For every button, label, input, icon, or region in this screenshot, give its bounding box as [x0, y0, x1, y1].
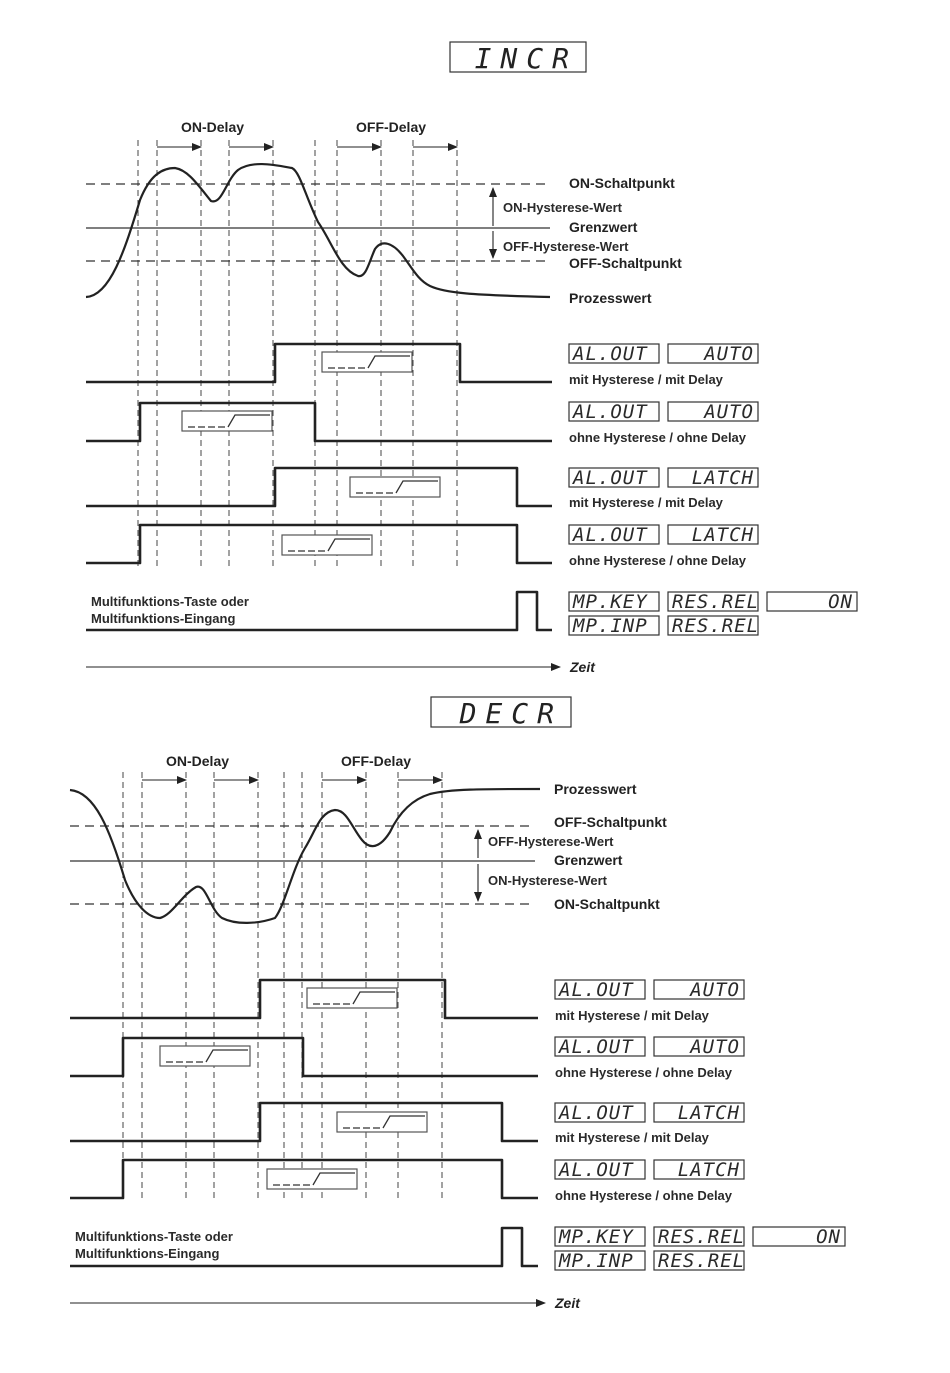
incr-row-2-left-code: AL.OUT [572, 401, 648, 423]
incr-row-4-left-code: AL.OUT [572, 524, 648, 546]
incr-time-axis-label: Zeit [569, 659, 596, 675]
decr-row-3-caption: mit Hysterese / mit Delay [555, 1130, 710, 1145]
incr-mf-label-1: Multifunktions-Taste oder [91, 594, 249, 609]
incr-on-schaltpunkt-label: ON-Schaltpunkt [569, 175, 675, 191]
incr-off-schaltpunkt-label: OFF-Schaltpunkt [569, 255, 682, 271]
incr-mf-on-code: ON [828, 591, 853, 613]
incr-grenzwert-label: Grenzwert [569, 219, 638, 235]
incr-row-2: AL.OUT AUTO ohne Hysterese / ohne Delay [568, 401, 759, 445]
decr-relay-symbol-1 [306, 987, 398, 1009]
decr-mf-label-1: Multifunktions-Taste oder [75, 1229, 233, 1244]
decr-row-2-right-code: AUTO [689, 1036, 740, 1058]
incr-row-4-caption: ohne Hysterese / ohne Delay [569, 553, 747, 568]
decr-row-3-left-code: AL.OUT [558, 1102, 634, 1124]
incr-row-1: AL.OUT AUTO mit Hysterese / mit Delay [568, 343, 759, 387]
incr-relay-symbol-3 [349, 476, 441, 498]
incr-prozesswert-label: Prozesswert [569, 290, 652, 306]
incr-row-3-left-code: AL.OUT [572, 467, 648, 489]
decr-mode-display: DECR [459, 697, 563, 730]
incr-mf-resrel-code-2: RES.REL [672, 615, 759, 637]
decr-on-schaltpunkt-label: ON-Schaltpunkt [554, 896, 660, 912]
incr-mf-label-2: Multifunktions-Eingang [91, 611, 235, 626]
incr-off-delay-label: OFF-Delay [356, 119, 426, 135]
decr-output-wave-auto-nohyst [70, 1036, 538, 1078]
incr-mf-key-code: MP.KEY [572, 591, 648, 613]
incr-row-1-right-code: AUTO [703, 343, 754, 365]
incr-mode-display: INCR [475, 42, 578, 75]
decr-row-3: AL.OUT LATCH mit Hysterese / mit Delay [554, 1102, 745, 1145]
decr-mf-resrel-code-1: RES.REL [658, 1226, 745, 1248]
incr-row-4: AL.OUT LATCH ohne Hysterese / ohne Delay [568, 524, 759, 568]
incr-row-1-caption: mit Hysterese / mit Delay [569, 372, 724, 387]
incr-relay-symbol-1 [321, 351, 413, 373]
decr-relay-symbol-2 [159, 1045, 251, 1067]
incr-mf-codes: MP.KEY RES.REL ON MP.INP RES.REL [568, 591, 858, 637]
decr-mf-key-code: MP.KEY [558, 1226, 634, 1248]
decr-mf-resrel-code-2: RES.REL [658, 1250, 745, 1272]
decr-relay-symbol-3 [336, 1111, 428, 1133]
decr-time-axis-label: Zeit [554, 1295, 581, 1311]
incr-mf-resrel-code-1: RES.REL [672, 591, 759, 613]
incr-row-2-caption: ohne Hysterese / ohne Delay [569, 430, 747, 445]
incr-mf-inp-code: MP.INP [572, 615, 648, 637]
decr-timing-lines [122, 772, 443, 1200]
decr-row-4-right-code: LATCH [678, 1159, 740, 1181]
decr-grenzwert-label: Grenzwert [554, 852, 623, 868]
decr-mf-label-2: Multifunktions-Eingang [75, 1246, 219, 1261]
decr-prozesswert-curve [69, 787, 541, 924]
decr-off-schaltpunkt-label: OFF-Schaltpunkt [554, 814, 667, 830]
decr-section: DECR ON-Delay OFF-Delay Prozesswert OFF-… [69, 696, 846, 1311]
decr-row-4: AL.OUT LATCH ohne Hysterese / ohne Delay [554, 1159, 745, 1203]
incr-output-wave-auto-hyst [86, 342, 552, 384]
incr-mode-display-frame [449, 41, 587, 73]
decr-mf-codes: MP.KEY RES.REL ON MP.INP RES.REL [554, 1226, 846, 1272]
incr-row-1-left-code: AL.OUT [572, 343, 648, 365]
decr-row-1-right-code: AUTO [689, 979, 740, 1001]
decr-row-1: AL.OUT AUTO mit Hysterese / mit Delay [554, 979, 745, 1023]
decr-row-3-right-code: LATCH [678, 1102, 740, 1124]
incr-relay-symbol-4 [281, 534, 373, 556]
decr-off-delay-label: OFF-Delay [341, 753, 411, 769]
incr-prozesswert-curve [85, 163, 551, 299]
decr-prozesswert-label: Prozesswert [554, 781, 637, 797]
incr-off-hysterese-label: OFF-Hysterese-Wert [503, 239, 629, 254]
decr-output-wave-latch-nohyst [70, 1158, 538, 1200]
decr-output-wave-latch-hyst [70, 1101, 538, 1143]
incr-row-4-right-code: LATCH [692, 524, 754, 546]
incr-relay-symbol-2 [181, 410, 273, 432]
decr-relay-symbol-4 [266, 1168, 358, 1190]
incr-output-wave-latch-nohyst [86, 523, 552, 565]
decr-row-4-left-code: AL.OUT [558, 1159, 634, 1181]
incr-on-hysterese-label: ON-Hysterese-Wert [503, 200, 623, 215]
incr-row-3-right-code: LATCH [692, 467, 754, 489]
decr-row-1-left-code: AL.OUT [558, 979, 634, 1001]
incr-row-2-right-code: AUTO [703, 401, 754, 423]
decr-mf-pulse-wave [70, 1226, 538, 1268]
decr-row-2-caption: ohne Hysterese / ohne Delay [555, 1065, 733, 1080]
incr-output-wave-auto-nohyst [86, 401, 552, 443]
decr-on-delay-label: ON-Delay [166, 753, 229, 769]
decr-off-hysterese-label: OFF-Hysterese-Wert [488, 834, 614, 849]
incr-on-delay-label: ON-Delay [181, 119, 244, 135]
incr-section: INCR ON-Delay OFF-Delay [85, 41, 858, 675]
decr-row-2-left-code: AL.OUT [558, 1036, 634, 1058]
decr-row-2: AL.OUT AUTO ohne Hysterese / ohne Delay [554, 1036, 745, 1080]
decr-output-wave-auto-hyst [70, 978, 538, 1020]
decr-on-hysterese-label: ON-Hysterese-Wert [488, 873, 608, 888]
incr-row-3: AL.OUT LATCH mit Hysterese / mit Delay [568, 467, 759, 510]
incr-row-3-caption: mit Hysterese / mit Delay [569, 495, 724, 510]
incr-mf-pulse-wave [86, 590, 552, 632]
decr-row-1-caption: mit Hysterese / mit Delay [555, 1008, 710, 1023]
decr-row-4-caption: ohne Hysterese / ohne Delay [555, 1188, 733, 1203]
decr-mode-display-frame [430, 696, 572, 728]
decr-mf-on-code: ON [816, 1226, 841, 1248]
decr-mf-inp-code: MP.INP [558, 1250, 634, 1272]
incr-output-wave-latch-hyst [86, 466, 552, 508]
